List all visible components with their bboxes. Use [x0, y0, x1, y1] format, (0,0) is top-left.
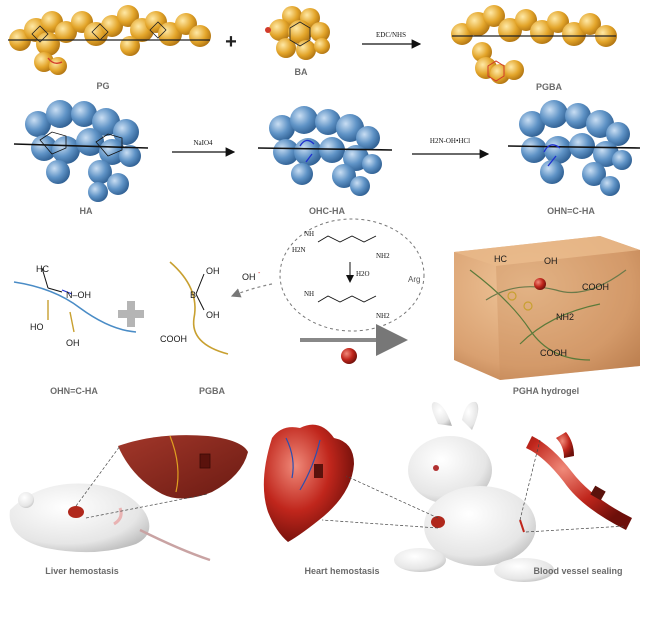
blood-vessel-illustration	[526, 432, 632, 530]
gel-cooh-bottom: COOH	[540, 348, 567, 358]
rabbit-illustration	[394, 401, 554, 582]
heart-illustration	[263, 424, 354, 542]
rat-illustration	[9, 483, 211, 562]
nh2-text-top: NH2	[376, 252, 390, 260]
oh-minus-text: OH	[242, 272, 256, 282]
cooh-text: COOH	[160, 334, 187, 344]
arg-label: Arg	[408, 275, 420, 284]
gel-cooh-right: COOH	[582, 282, 609, 292]
plus-sign: +	[225, 31, 237, 53]
nh2-text-bottom: NH2	[376, 312, 390, 320]
nh-text-bottom: NH	[304, 290, 314, 298]
ha-label: HA	[80, 206, 93, 216]
b-oh-bottom-text: OH	[206, 310, 220, 320]
ohn-ha-structure	[13, 267, 137, 333]
hc-text: HC	[36, 264, 49, 274]
pgba-label: PGBA	[536, 82, 563, 92]
liver-zoom-line-1	[75, 445, 121, 507]
ba-molecule	[265, 6, 330, 60]
gel-oh-text: OH	[544, 256, 558, 266]
ho-text: HO	[30, 322, 44, 332]
nh-text-top: NH	[304, 230, 314, 238]
vessel-zoom-line-2	[525, 525, 627, 533]
pgba-molecule	[451, 5, 617, 84]
ba-label: BA	[295, 67, 308, 77]
h2o-text: H2O	[356, 270, 370, 278]
ohn-ha-label: OHN=C-HA	[547, 206, 595, 216]
arg-ball-icon	[341, 348, 357, 364]
liver-illustration	[118, 435, 248, 499]
hydroxylamine-label: H2N-OH•HCl	[430, 137, 470, 145]
oh-minus-arrow	[230, 283, 273, 298]
vessel-zoom-line-1	[519, 439, 541, 521]
pgba-label-2: PGBA	[199, 386, 226, 396]
ohn-ha-molecule	[507, 100, 641, 196]
b-text: B	[190, 290, 196, 300]
ohn-ha-label-2: OHN=C-HA	[50, 386, 98, 396]
oh-minus-sup: -	[258, 270, 261, 277]
ha-molecule	[13, 100, 149, 202]
hydrogel-label: PGHA hydrogel	[513, 386, 579, 396]
h2n-text: H2N	[292, 246, 306, 254]
heart-zoom-line-2	[321, 519, 439, 529]
b-oh-top-text: OH	[206, 266, 220, 276]
gel-hc-text: HC	[494, 254, 507, 264]
pgba-structure	[169, 261, 229, 355]
pg-molecule	[8, 5, 211, 75]
heart-zoom-line-1	[345, 475, 439, 519]
gel-nh2-text: NH2	[556, 312, 574, 322]
arg-bubble	[279, 218, 425, 332]
ohc-ha-label: OHC-HA	[309, 206, 345, 216]
heart-label: Heart hemostasis	[304, 566, 379, 576]
liver-zoom-line-2	[85, 493, 209, 519]
vessel-label: Blood vessel sealing	[533, 566, 622, 576]
naio4-label: NaIO4	[193, 139, 213, 147]
ohc-ha-molecule	[257, 106, 393, 196]
oh-text: OH	[66, 338, 80, 348]
pg-label: PG	[96, 81, 109, 91]
n-oh-text: N–OH	[66, 290, 91, 300]
plus-icon	[118, 301, 144, 327]
hydrogel-cube	[454, 236, 640, 380]
edc-nhs-label: EDC/NHS	[376, 31, 406, 39]
liver-label: Liver hemostasis	[45, 566, 119, 576]
